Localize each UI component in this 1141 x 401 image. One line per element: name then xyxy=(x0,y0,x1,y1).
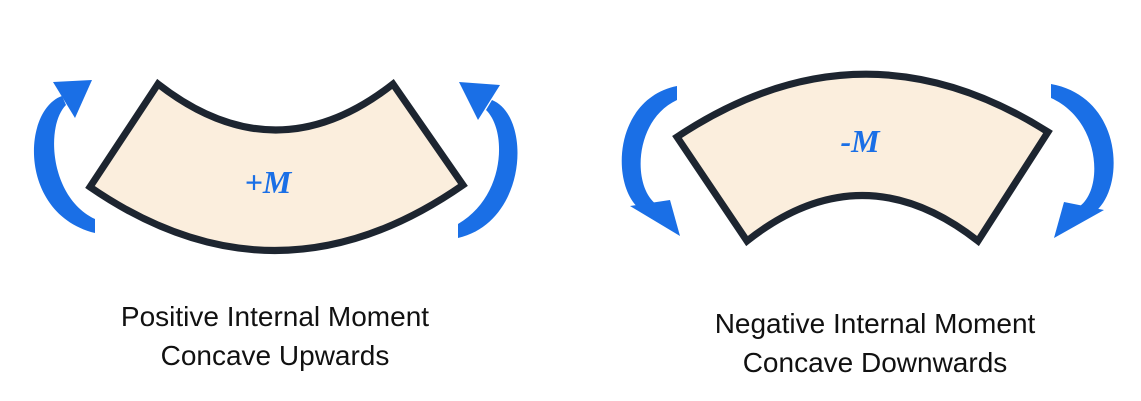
positive-moment-figure: +M xyxy=(33,78,518,254)
caption-line: Concave Upwards xyxy=(160,340,390,371)
positive-moment-label: +M xyxy=(245,164,293,200)
beam-segment-concave-down xyxy=(672,70,1053,247)
curved-arrow-icon xyxy=(1051,84,1114,238)
caption-line: Positive Internal Moment xyxy=(120,301,430,332)
caption-line: Negative Internal Moment xyxy=(714,308,1036,339)
curved-arrow-icon xyxy=(33,80,95,233)
negative-moment-figure: -M xyxy=(621,70,1114,247)
beam-segment-concave-up xyxy=(85,78,468,254)
curved-arrow-icon xyxy=(621,86,680,236)
positive-moment-caption: Positive Internal Moment Concave Upwards xyxy=(60,297,490,375)
curved-arrow-icon xyxy=(458,82,518,238)
caption-line: Concave Downwards xyxy=(742,347,1008,378)
negative-moment-label: -M xyxy=(840,123,881,159)
negative-moment-caption: Negative Internal Moment Concave Downwar… xyxy=(655,304,1095,382)
